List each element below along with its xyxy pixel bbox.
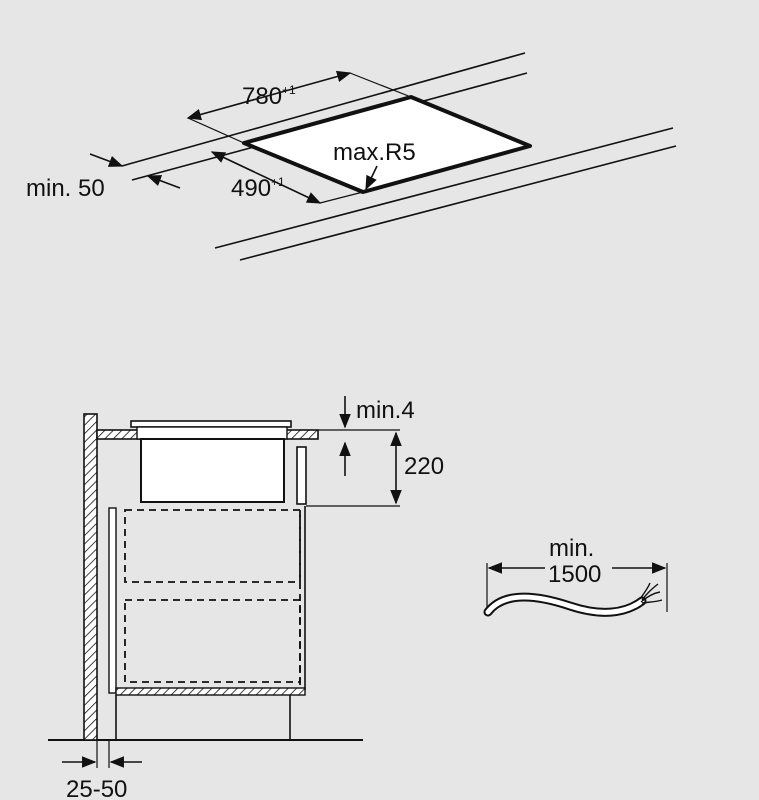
clearance-label: min.4 bbox=[356, 397, 415, 424]
cabinet-bottom bbox=[115, 687, 306, 696]
worktop-front-edge bbox=[214, 127, 674, 249]
hob-frame bbox=[136, 426, 288, 440]
hob-body bbox=[140, 438, 285, 503]
depth-label: 490+1 bbox=[231, 175, 285, 202]
worktop-front-edge-lower bbox=[239, 145, 677, 261]
cable-label-line1: min. bbox=[549, 535, 594, 562]
depth-extension-line bbox=[319, 191, 364, 204]
drawer-lower bbox=[124, 599, 301, 683]
edge-distance-label: min. 50 bbox=[26, 175, 105, 202]
wall bbox=[83, 413, 98, 741]
edge-distance-arrow-left bbox=[89, 153, 124, 167]
cable-wire-4 bbox=[639, 582, 651, 600]
cabinet-section-view: min.4 220 25-50 bbox=[48, 396, 444, 800]
radius-pointer bbox=[365, 165, 378, 191]
cabinet-front-panel bbox=[296, 446, 307, 505]
radius-label: max.R5 bbox=[333, 139, 416, 166]
cable-wire-3 bbox=[641, 599, 663, 604]
width-extension-line bbox=[349, 72, 412, 98]
width-label: 780+1 bbox=[242, 83, 296, 110]
width-dimension-line bbox=[186, 70, 352, 121]
power-cable-detail: min. 1500 bbox=[483, 535, 668, 617]
depth-dimension-line bbox=[210, 151, 322, 204]
hob-glass bbox=[130, 420, 292, 428]
worktop-plan-view: 780+1 490+1 max.R5 min. 50 bbox=[26, 52, 677, 261]
cabinet-side bbox=[108, 507, 117, 694]
width-extension-line-left bbox=[187, 117, 245, 144]
height-label: 220 bbox=[404, 453, 444, 480]
gap-label: 25-50 bbox=[66, 776, 127, 800]
edge-distance-arrow-right bbox=[146, 175, 181, 189]
cable-body bbox=[485, 594, 645, 615]
cable-wire-2 bbox=[641, 583, 659, 601]
cable-label-line2: 1500 bbox=[548, 561, 601, 588]
cable-wire-1 bbox=[640, 591, 661, 603]
drawer-upper bbox=[124, 509, 301, 583]
